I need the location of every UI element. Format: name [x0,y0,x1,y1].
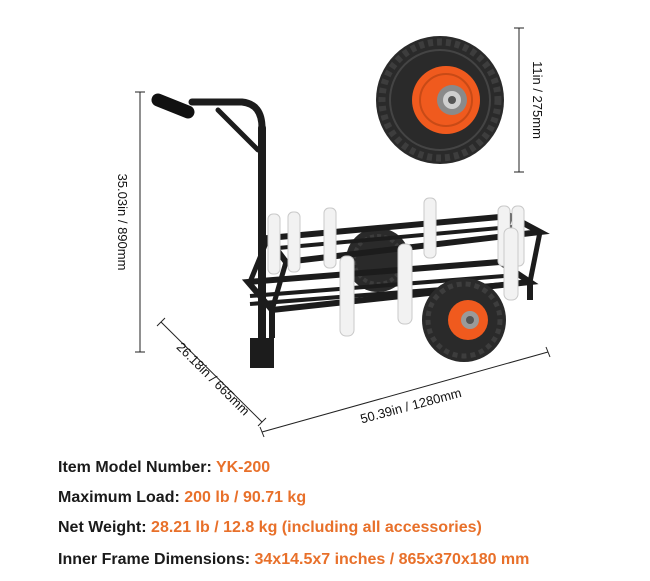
product-illustration: 35.03in / 890mm 11in / 275mm 26.18in / 6… [115,27,551,438]
spec-value: 200 lb / 90.71 kg [184,489,307,506]
length-dimension-label: 50.39in / 1280mm [359,385,463,426]
spec-label: Item Model Number: [58,459,212,476]
wheel-dimension-label: 11in / 275mm [530,61,545,139]
spec-net-weight: Net Weight: 28.21 lb / 12.8 kg (includin… [58,519,482,537]
spec-inner-frame-dimensions: Inner Frame Dimensions: 34x14.5x7 inches… [58,551,529,569]
cart-image [151,93,550,368]
wheel-detail-image [376,36,504,164]
spec-maximum-load: Maximum Load: 200 lb / 90.71 kg [58,489,306,507]
wheel-dimension: 11in / 275mm [514,27,545,173]
spec-value: YK-200 [215,459,271,476]
width-dimension-label: 26.18in / 665mm [174,339,253,418]
length-dimension: 50.39in / 1280mm [259,346,551,438]
spec-value: 28.21 lb / 12.8 kg (including all access… [151,519,482,536]
height-dimension-label: 35.03in / 890mm [115,174,130,271]
spec-label: Inner Frame Dimensions: [58,551,251,568]
height-dimension: 35.03in / 890mm [115,91,145,353]
spec-model-number: Item Model Number: YK-200 [58,459,270,477]
width-dimension: 26.18in / 665mm [156,317,267,427]
spec-value: 34x14.5x7 inches / 865x370x180 mm [254,551,530,568]
spec-label: Net Weight: [58,519,147,536]
spec-label: Maximum Load: [58,489,180,506]
